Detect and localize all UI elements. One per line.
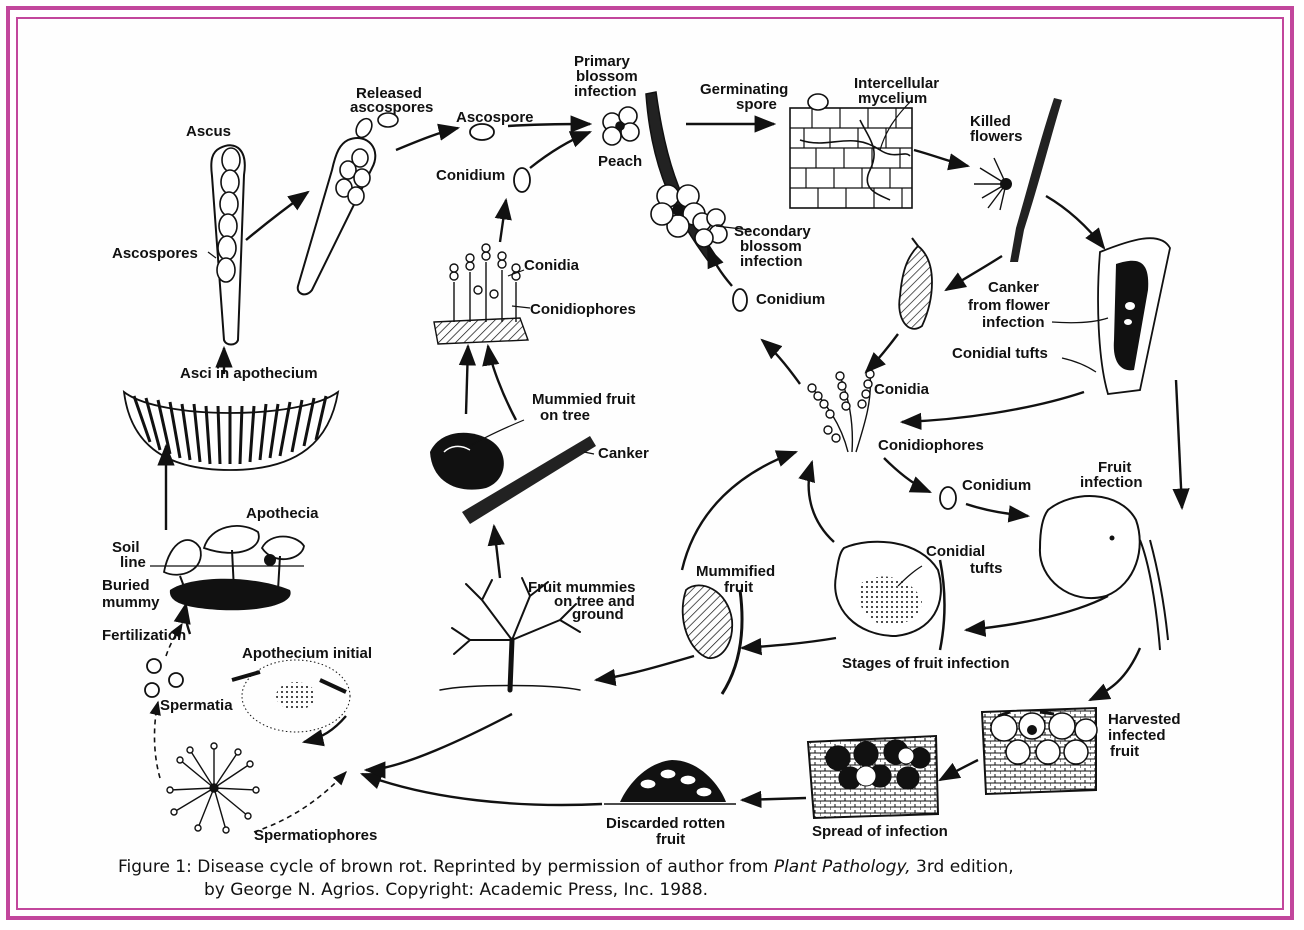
blighted-twig-illustration (899, 238, 932, 329)
label-peach: Peach (598, 153, 642, 170)
label-secondary-3: infection (740, 253, 803, 270)
label-mummied-1: Mummied fruit (532, 391, 635, 408)
spermatia-illustration (145, 659, 183, 697)
label-conidia-left: Conidia (524, 257, 580, 274)
caption-line-1: Figure 1: Disease cycle of brown rot. Re… (118, 856, 1218, 879)
label-mummied-2: on tree (540, 407, 590, 424)
conidium-right-illustration (940, 487, 956, 509)
label-ascospore: Ascospore (456, 109, 534, 126)
apothecia-illustration (150, 526, 304, 610)
label-germinating-2: spore (736, 96, 777, 113)
conidium-mid-illustration (733, 289, 747, 311)
ascus-illustration (211, 145, 244, 344)
label-discarded-1: Discarded rotten (606, 815, 725, 832)
label-canker-flower-3: infection (982, 314, 1045, 331)
spread-basket-illustration (808, 736, 938, 818)
label-harvested-1: Harvested (1108, 711, 1181, 728)
label-stages: Stages of fruit infection (842, 655, 1010, 672)
caption-line-2: by George N. Agrios. Copyright: Academic… (118, 879, 1218, 902)
label-conidial-tufts-1: Conidial (926, 543, 985, 560)
label-harvested-3: fruit (1110, 743, 1139, 760)
label-fruit-infection-2: infection (1080, 474, 1143, 491)
mummified-fruit-illustration (683, 585, 742, 694)
label-spermatiophores: Spermatiophores (254, 827, 377, 844)
apothecium-initial-illustration (232, 660, 350, 732)
fruit-infection-illustration (1040, 496, 1168, 650)
canker-twig-illustration (1098, 238, 1170, 394)
label-killed-2: flowers (970, 128, 1023, 145)
label-soil-2: line (120, 554, 146, 571)
intercellular-mycelium-illustration (790, 94, 912, 208)
spermatiophores-illustration (167, 743, 259, 833)
label-conidial-tufts-top: Conidial tufts (952, 345, 1048, 362)
label-canker-flower-1: Canker (988, 279, 1039, 296)
caption-line1-b: 3rd edition, (911, 857, 1014, 877)
label-ascus: Ascus (186, 123, 231, 140)
label-buried-2: mummy (102, 594, 160, 611)
label-ascospores: Ascospores (112, 245, 198, 262)
label-conidiophores-left: Conidiophores (530, 301, 636, 318)
label-mummified-2: fruit (724, 579, 753, 596)
conidium-top-illustration (514, 168, 530, 192)
asci-apothecium-illustration (124, 392, 338, 470)
label-fertilization: Fertilization (102, 627, 186, 644)
ascospore-illustration (470, 124, 494, 140)
label-asci-apothecium: Asci in apothecium (180, 365, 318, 382)
conidia-cluster-center-illustration (808, 370, 874, 452)
label-primary-3: infection (574, 83, 637, 100)
released-ascus-illustration (298, 113, 398, 294)
label-conidiophores-center: Conidiophores (878, 437, 984, 454)
label-discarded-2: fruit (656, 831, 685, 848)
caption-book-title: Plant Pathology, (774, 857, 911, 877)
label-canker-flower-2: from flower (968, 297, 1050, 314)
label-conidium-top: Conidium (436, 167, 505, 184)
label-intercellular-2: mycelium (858, 90, 927, 107)
discarded-fruit-illustration (604, 760, 736, 804)
label-spread: Spread of infection (812, 823, 948, 840)
label-spermatia: Spermatia (160, 697, 233, 714)
conidia-cluster-left-illustration (434, 244, 528, 344)
label-apothecium-initial: Apothecium initial (242, 645, 372, 662)
label-conidial-tufts-2: tufts (970, 560, 1003, 577)
label-harvested-2: infected (1108, 727, 1166, 744)
label-conidium-mid: Conidium (756, 291, 825, 308)
figure-caption: Figure 1: Disease cycle of brown rot. Re… (118, 856, 1218, 902)
label-released-2: ascospores (350, 99, 433, 116)
label-mummified-1: Mummified (696, 563, 775, 580)
label-fruit-mummies-3: ground (572, 606, 624, 623)
caption-line1-a: Figure 1: Disease cycle of brown rot. Re… (118, 857, 774, 877)
label-canker: Canker (598, 445, 649, 462)
label-apothecia: Apothecia (246, 505, 319, 522)
label-buried-1: Buried (102, 577, 150, 594)
mummied-fruit-on-tree-illustration (430, 433, 596, 524)
peach-blossom-illustration (603, 92, 727, 266)
label-conidium-right: Conidium (962, 477, 1031, 494)
harvested-basket-illustration (982, 708, 1097, 794)
label-conidia-center: Conidia (874, 381, 930, 398)
